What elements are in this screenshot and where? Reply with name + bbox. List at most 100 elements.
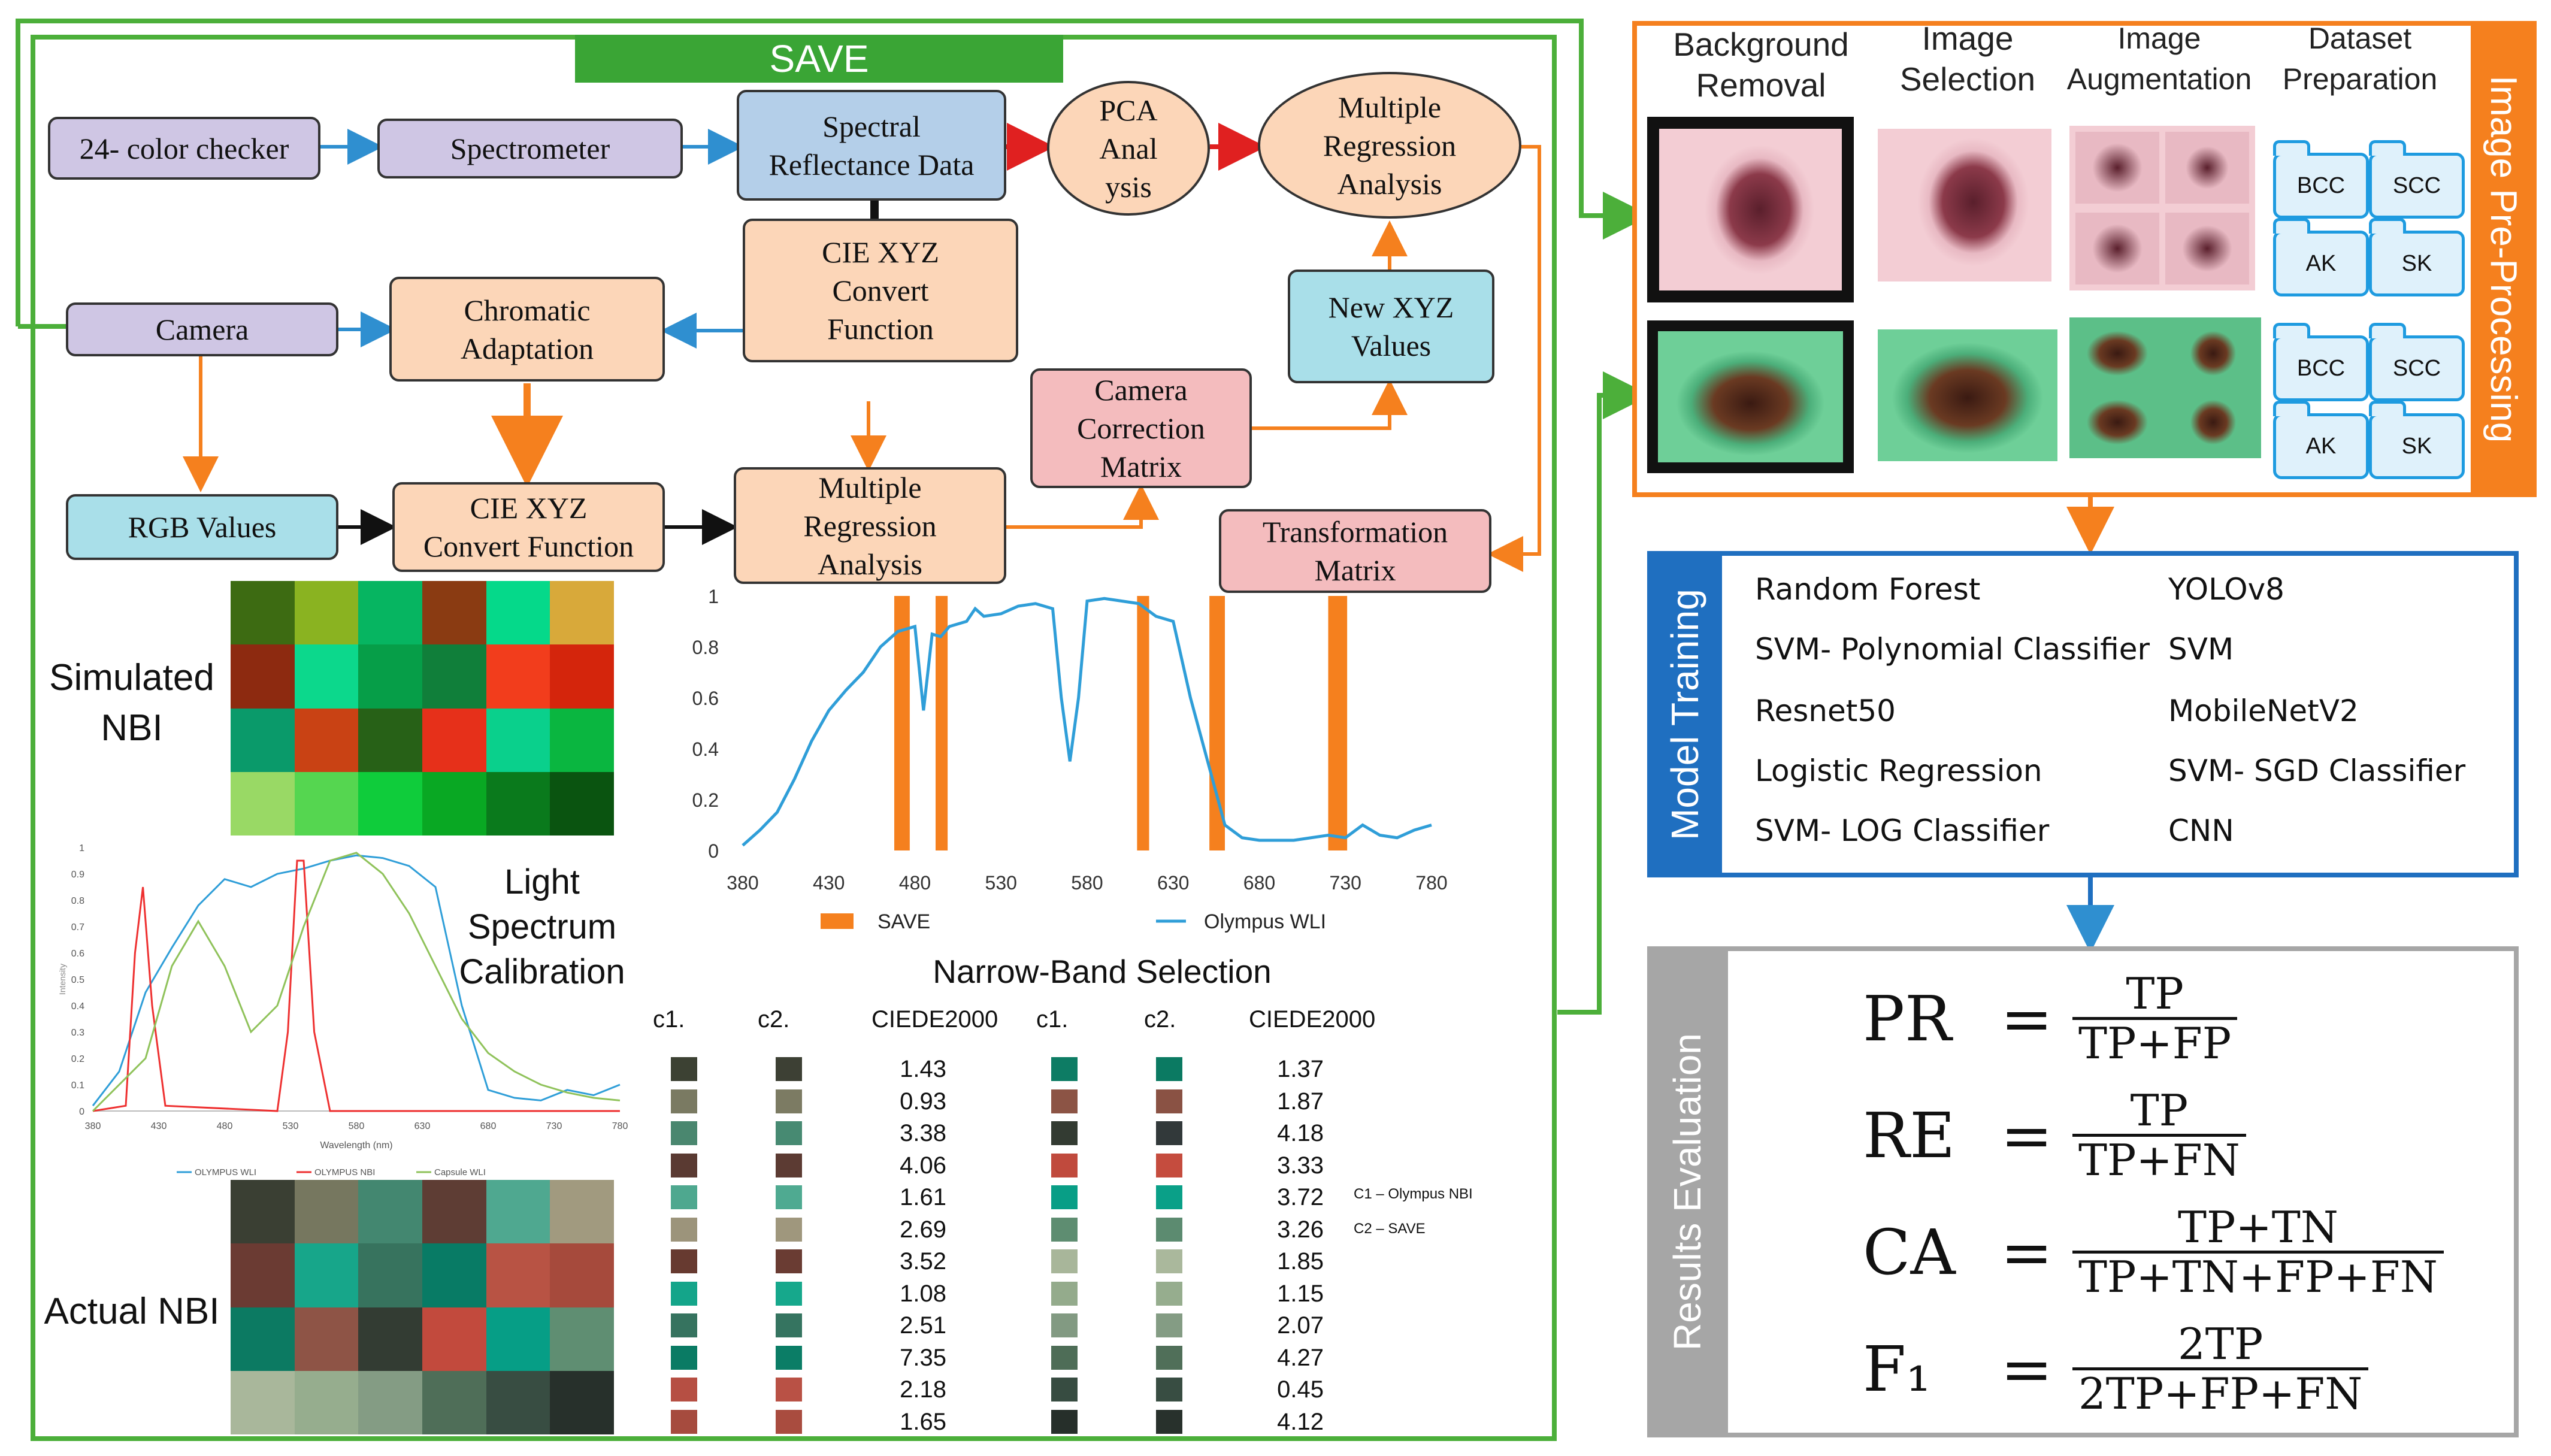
color-swatch	[1051, 1249, 1078, 1273]
color-swatch	[776, 1281, 802, 1306]
model-left-4: Logistic Regression	[1755, 753, 2042, 788]
multiple-regression-bottom-node: Multiple Regression Analysis	[734, 467, 1006, 584]
color-swatch	[776, 1249, 802, 1273]
formula-recall-lhs: RE	[1863, 1098, 1956, 1172]
ciede-value: 1.65	[900, 1408, 946, 1435]
formula-recall-den: TP+FN	[2078, 1135, 2240, 1185]
x-tick-label: 730	[546, 1121, 562, 1131]
actual-nbi-cell	[486, 1243, 550, 1307]
model-training-side-bar: Model Training	[1647, 551, 1722, 877]
model-training-panel	[1647, 551, 2519, 877]
simulated-nbi-cell	[231, 708, 295, 772]
formula-accuracy-den: TP+TN+FP+FN	[2078, 1252, 2438, 1302]
formula-precision-lhs: PR	[1863, 982, 1952, 1055]
simulated-nbi-cell	[550, 708, 614, 772]
y-tick-label: 0	[708, 840, 719, 862]
results-side-bar: Results Evaluation	[1647, 946, 1728, 1437]
y-tick-label: 0.2	[71, 1054, 84, 1064]
save-banner-label: SAVE	[769, 37, 869, 80]
lesion-image-bg-removal-1	[1647, 117, 1854, 302]
simulated-nbi-cell	[294, 644, 359, 709]
lesion-image-bg-removal-2	[1647, 320, 1854, 473]
actual-nbi-cell	[486, 1370, 550, 1434]
folder-scc-2: SCC	[2369, 323, 2465, 401]
actual-nbi-cell	[422, 1243, 486, 1307]
cie-xyz-convert-bottom-node: CIE XYZ Convert Function	[392, 482, 665, 572]
color-swatch	[671, 1249, 697, 1273]
results-panel	[1647, 946, 2519, 1437]
legend-wli-label: Olympus WLI	[1204, 910, 1326, 933]
folder-bcc-1: BCC	[2273, 140, 2369, 219]
formula-precision-den: TP+FP	[2078, 1018, 2232, 1068]
color-swatch	[1051, 1217, 1078, 1242]
ciede-value: 7.35	[900, 1344, 946, 1371]
actual-nbi-cell	[486, 1180, 550, 1244]
simulated-nbi-cell	[550, 644, 614, 709]
color-swatch	[776, 1185, 802, 1209]
lesion-image-selection-2	[1878, 329, 2057, 461]
y-tick-label: 0.2	[692, 789, 719, 811]
color-swatch	[1156, 1185, 1182, 1209]
ciede-value: 1.15	[1277, 1280, 1324, 1307]
actual-nbi-cell	[486, 1307, 550, 1371]
y-tick-label: 0.8	[692, 637, 719, 658]
table-header: c1.	[653, 1006, 685, 1033]
x-tick-label: 580	[349, 1121, 365, 1131]
header-dataset-preparation: Dataset Preparation	[2282, 22, 2438, 96]
simulated-nbi-cell	[422, 581, 486, 645]
y-tick-label: 0.5	[71, 975, 84, 985]
table-note: C2 – SAVE	[1354, 1221, 1426, 1237]
actual-nbi-cell	[231, 1370, 295, 1434]
y-tick-label: 0.1	[71, 1080, 84, 1091]
model-right-3: MobileNetV2	[2168, 694, 2359, 728]
color-swatch	[776, 1409, 802, 1434]
formula-recall-num: TP	[2130, 1085, 2189, 1136]
results-title: Results Evaluation	[1666, 1033, 1709, 1351]
color-swatch	[671, 1089, 697, 1113]
formula-f1-lhs: F₁	[1863, 1332, 1931, 1406]
ciede-value: 3.33	[1277, 1152, 1324, 1179]
color-swatch	[1156, 1313, 1182, 1337]
actual-nbi-cell	[231, 1243, 295, 1307]
legend-label: Capsule WLI	[434, 1167, 486, 1177]
color-swatch	[1051, 1057, 1078, 1081]
simulated-nbi-cell	[358, 581, 422, 645]
x-tick-label: 380	[85, 1121, 101, 1131]
model-left-1: Random Forest	[1755, 572, 1981, 607]
simulated-nbi-cell	[294, 771, 359, 836]
folder-sk-1: SK	[2369, 218, 2465, 296]
rgb-values-node: RGB Values	[66, 494, 338, 560]
ciede-value: 3.26	[1277, 1216, 1324, 1243]
formula-precision-num: TP	[2126, 968, 2184, 1019]
color-swatch	[1156, 1281, 1182, 1306]
color-swatch	[776, 1313, 802, 1337]
simulated-nbi-cell	[486, 644, 550, 709]
actual-nbi-cell	[231, 1307, 295, 1371]
color-swatch	[671, 1153, 697, 1177]
pca-analysis-node: PCA Anal ysis	[1047, 81, 1210, 216]
color-swatch	[671, 1345, 697, 1370]
ciede-value: 1.08	[900, 1280, 946, 1307]
ciede-value: 1.61	[900, 1184, 946, 1210]
x-tick-label: 480	[217, 1121, 233, 1131]
y-tick-label: 0.3	[71, 1028, 84, 1038]
color-swatch	[1051, 1121, 1078, 1145]
simulated-nbi-label: Simulated NBI	[49, 657, 214, 749]
simulated-nbi-cell	[486, 581, 550, 645]
color-swatch	[1156, 1089, 1182, 1113]
formula-accuracy-lhs: CA	[1863, 1215, 1956, 1289]
spectral-reflectance-node: Spectral Reflectance Data	[737, 90, 1006, 201]
x-tick-label: 530	[985, 872, 1017, 894]
y-tick-label: 0.6	[692, 688, 719, 709]
ciede-value: 1.85	[1277, 1248, 1324, 1275]
color-swatch	[671, 1378, 697, 1401]
actual-nbi-cell	[550, 1370, 614, 1434]
simulated-nbi-grid	[231, 581, 614, 836]
color-swatch	[1156, 1217, 1182, 1242]
save-band-bar	[936, 596, 948, 850]
color-swatch	[671, 1409, 697, 1434]
color-swatch	[776, 1121, 802, 1145]
